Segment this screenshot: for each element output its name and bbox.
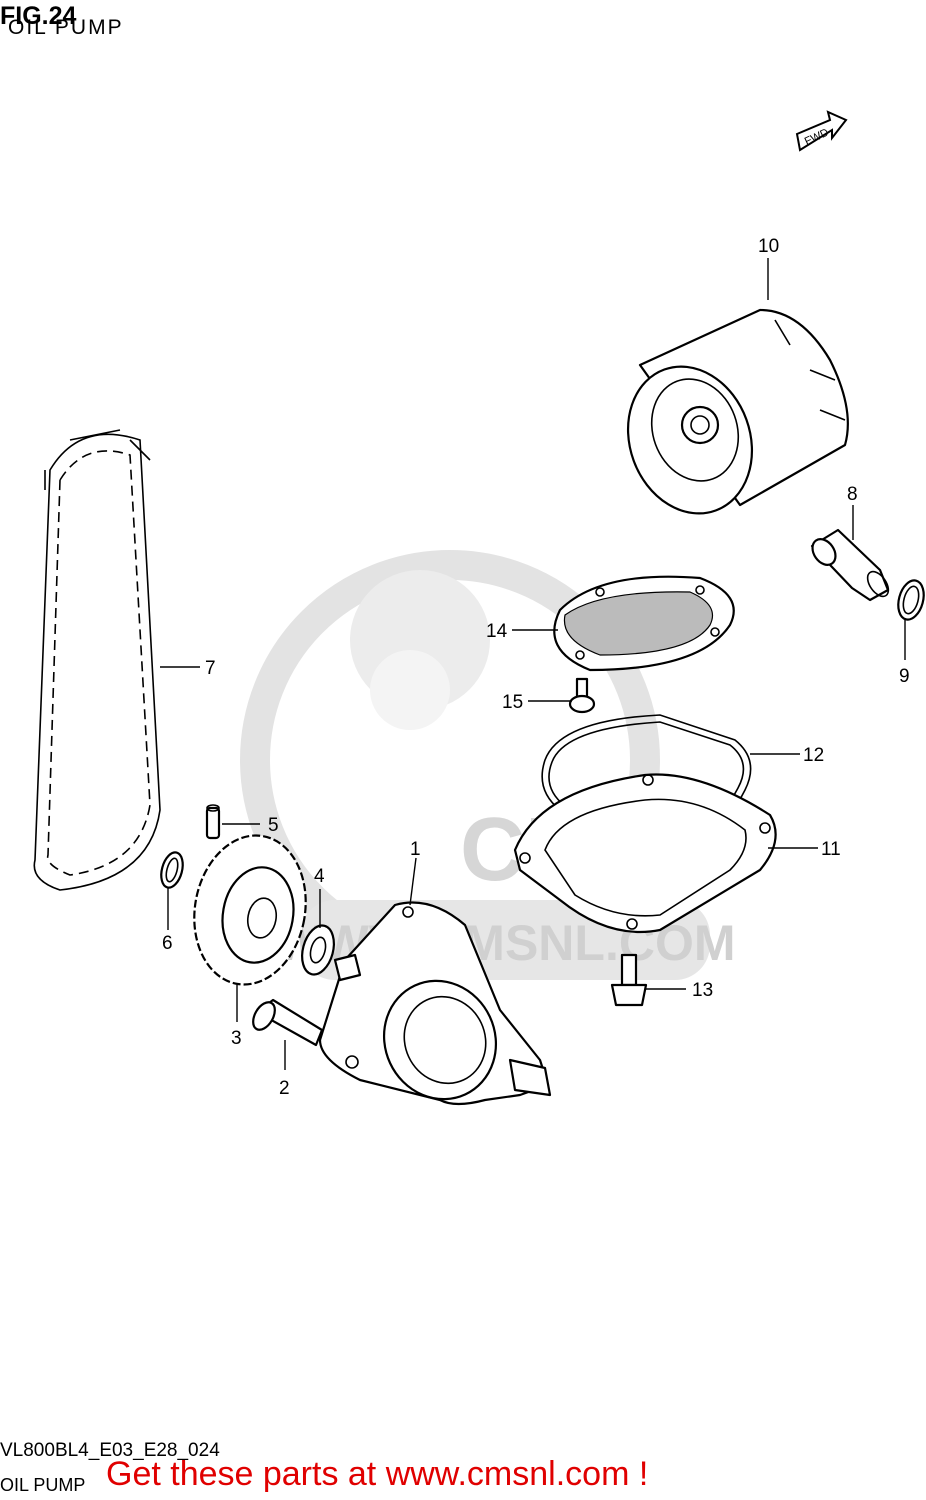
o-ring [897, 579, 925, 621]
footer-diagram-code: VL800BL4_E03_E28_024 [0, 1440, 220, 1461]
circlip [160, 851, 184, 889]
callout-5: 5 [268, 815, 279, 836]
callout-9: 9 [899, 666, 910, 687]
callout-12: 12 [803, 745, 824, 766]
oil-pump [318, 901, 552, 1106]
callout-1: 1 [410, 839, 421, 860]
sprocket [193, 834, 307, 986]
figure-subtitle: OIL PUMP [8, 16, 124, 39]
figure-title: FIG.24 [0, 2, 77, 30]
strainer-bolt [568, 677, 596, 714]
callout-14: 14 [486, 621, 508, 642]
oil-filter [626, 308, 849, 515]
fwd-arrow-icon: FWD [795, 110, 848, 152]
callout-7: 7 [205, 658, 216, 679]
callout-2: 2 [279, 1078, 290, 1099]
drive-chain [33, 429, 161, 891]
callout-8: 8 [847, 484, 858, 505]
callout-11: 11 [821, 839, 841, 860]
callout-13: 13 [692, 980, 713, 1001]
pan-bolt [610, 953, 648, 1007]
callout-10: 10 [758, 236, 779, 257]
footer-shop-link[interactable]: Get these parts at www.cmsnl.com ! [106, 1455, 649, 1493]
callout-4: 4 [314, 866, 325, 887]
callout-6: 6 [162, 933, 173, 954]
leader-lines [160, 258, 906, 1070]
oil-strainer [553, 575, 735, 672]
pin [205, 804, 221, 840]
callout-numbers: 1 2 3 4 5 6 7 8 9 10 11 12 13 14 15 [162, 236, 910, 1099]
oil-pan [513, 773, 777, 934]
pump-bolt [252, 998, 324, 1047]
callout-15: 15 [502, 692, 523, 713]
footer-diagram-name: OIL PUMP [0, 1475, 86, 1495]
washer [301, 924, 335, 976]
union-fitting [810, 528, 890, 602]
callout-3: 3 [231, 1028, 242, 1049]
